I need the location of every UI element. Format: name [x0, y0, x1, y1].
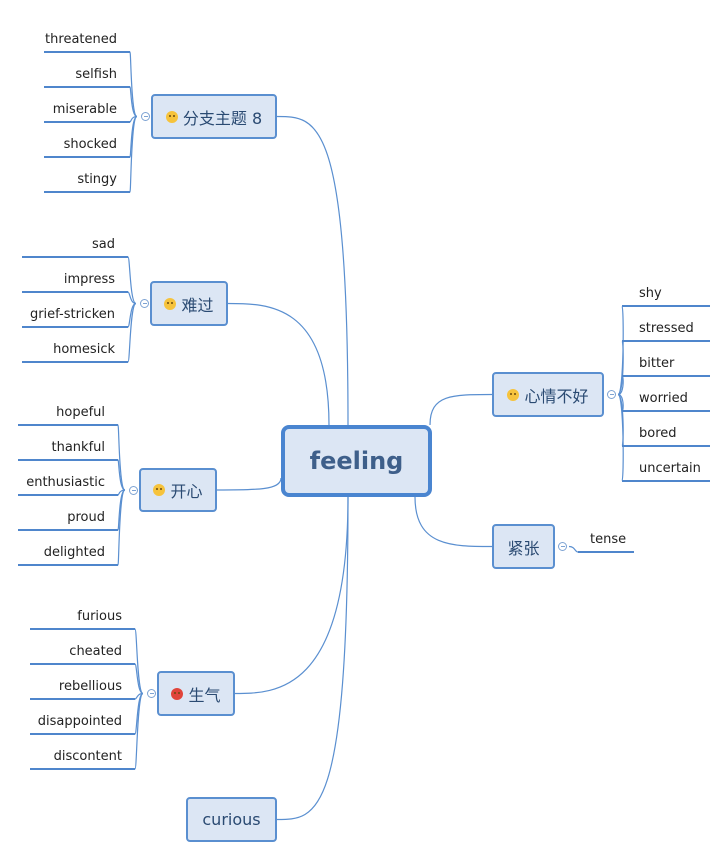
leaf-topic[interactable]: uncertain	[639, 461, 701, 476]
leaf-topic[interactable]: hopeful	[56, 405, 105, 420]
branch-label: 难过	[181, 295, 214, 315]
branch-jinzhang[interactable]: 紧张	[492, 524, 555, 569]
smiley-face-icon	[164, 297, 177, 310]
branch-kaixin-child-connector	[117, 424, 126, 491]
branch-xinqingbuhao-collapse-toggle[interactable]	[607, 390, 616, 399]
leaf-topic[interactable]: miserable	[52, 102, 117, 117]
branch-jinzhang-connector	[414, 496, 493, 548]
leaf-topic[interactable]: disappointed	[37, 714, 122, 729]
branch-topic-8-child-connector	[129, 51, 138, 118]
branch-topic-8-child-connector	[129, 86, 138, 118]
branch-nanguo-child-connector	[127, 256, 137, 305]
branch-topic-8-child-connector	[129, 115, 138, 193]
leaf-topic[interactable]: selfish	[75, 67, 117, 82]
branch-kaixin-child-connector	[117, 459, 126, 491]
leaf-topic[interactable]: sad	[92, 237, 115, 252]
central-topic[interactable]: feeling	[281, 425, 432, 497]
branch-shengqi-child-connector	[134, 628, 144, 695]
branch-nanguo[interactable]: 难过	[150, 281, 228, 326]
branch-shengqi-child-connector	[134, 692, 144, 770]
leaf-topic[interactable]: tense	[590, 532, 627, 547]
branch-topic-8-collapse-toggle[interactable]	[141, 112, 150, 121]
branch-kaixin[interactable]: 开心	[139, 468, 217, 512]
branch-kaixin-child-connector	[117, 489, 126, 531]
branch-xinqingbuhao[interactable]: 心情不好	[492, 372, 604, 417]
branch-curious[interactable]: curious	[186, 797, 277, 842]
branch-nanguo-connector	[227, 302, 330, 426]
branch-curious-connector	[276, 496, 349, 821]
branch-topic-8-child-connector	[129, 115, 138, 158]
branch-label: 分支主题 8	[182, 108, 263, 128]
leaf-topic[interactable]: bored	[639, 426, 677, 441]
branch-kaixin-child-connector	[117, 489, 126, 566]
branch-nanguo-child-connector	[127, 302, 137, 363]
leaf-topic[interactable]: bitter	[639, 356, 675, 371]
leaf-topic[interactable]: enthusiastic	[26, 475, 105, 490]
branch-xinqingbuhao-connector	[429, 393, 493, 426]
branch-topic-8[interactable]: 分支主题 8	[151, 94, 277, 139]
branch-label: curious	[202, 810, 261, 829]
leaf-topic[interactable]: rebellious	[58, 679, 122, 694]
leaf-topic[interactable]: proud	[67, 510, 105, 525]
leaf-topic[interactable]: stingy	[77, 172, 117, 187]
branch-label: 心情不好	[524, 386, 589, 406]
branch-label: 生气	[188, 685, 221, 705]
leaf-topic[interactable]: worried	[639, 391, 688, 406]
branch-nanguo-child-connector	[127, 291, 137, 305]
branch-kaixin-collapse-toggle[interactable]	[129, 485, 138, 495]
smiley-face-icon	[153, 484, 166, 496]
branch-shengqi-connector	[234, 496, 349, 695]
leaf-topic[interactable]: shy	[639, 286, 662, 301]
branch-xinqingbuhao-child-connector	[617, 393, 624, 482]
leaf-topic[interactable]: threatened	[45, 32, 117, 47]
branch-jinzhang-child-connector	[568, 545, 579, 553]
branch-xinqingbuhao-child-connector	[617, 340, 624, 396]
branch-label: 开心	[170, 482, 203, 501]
smiley-face-icon	[165, 110, 178, 123]
leaf-topic[interactable]: homesick	[53, 342, 115, 357]
branch-jinzhang-collapse-toggle[interactable]	[558, 542, 567, 551]
leaf-topic[interactable]: thankful	[51, 440, 106, 455]
branch-shengqi-child-connector	[134, 663, 144, 695]
branch-topic-8-connector	[276, 115, 349, 426]
smiley-face-icon	[507, 388, 520, 401]
angry-face-icon	[171, 687, 184, 700]
branch-nanguo-collapse-toggle[interactable]	[140, 299, 149, 308]
branch-shengqi-collapse-toggle[interactable]	[147, 689, 156, 698]
leaf-topic[interactable]: cheated	[69, 644, 122, 659]
leaf-topic[interactable]: grief-stricken	[29, 307, 115, 322]
branch-shengqi[interactable]: 生气	[157, 671, 235, 716]
leaf-topic[interactable]: discontent	[53, 749, 122, 764]
leaf-topic[interactable]: shocked	[63, 137, 117, 152]
leaf-topic[interactable]: impress	[63, 272, 115, 287]
leaf-topic[interactable]: stressed	[639, 321, 694, 336]
branch-label: 紧张	[507, 538, 540, 558]
branch-kaixin-connector	[216, 477, 282, 491]
leaf-topic[interactable]: delighted	[43, 545, 105, 560]
leaf-topic[interactable]: furious	[77, 609, 122, 624]
